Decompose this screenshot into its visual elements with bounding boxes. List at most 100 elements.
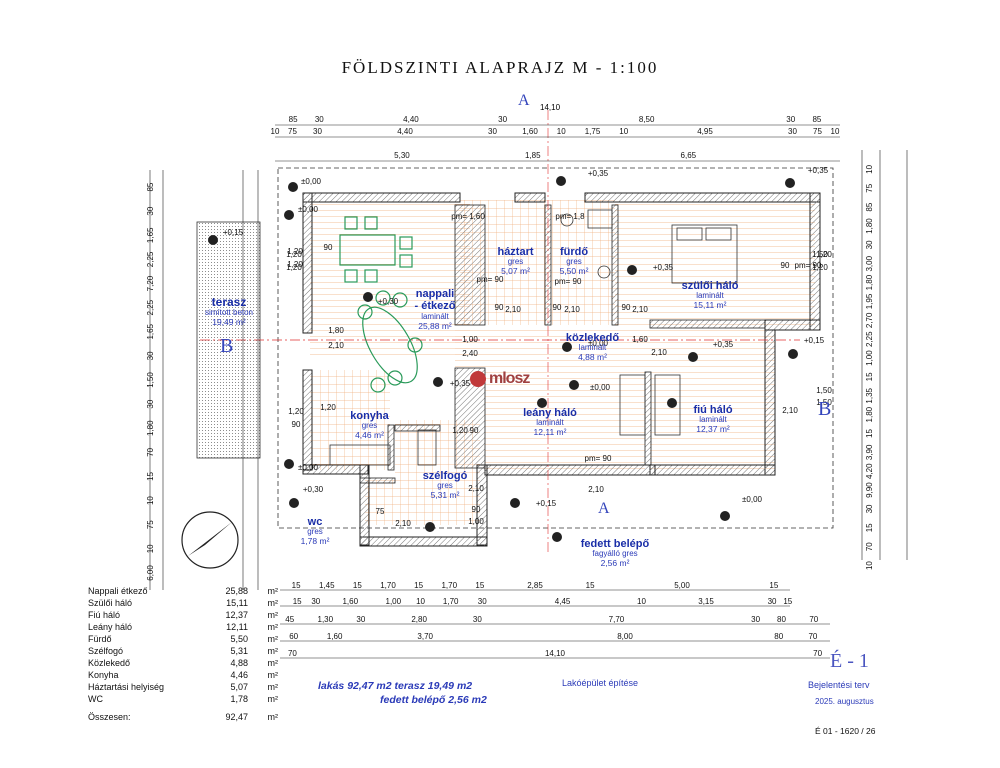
room-name: terasz xyxy=(211,295,247,309)
room-area: 1,78 m² xyxy=(300,536,330,547)
dimension-label: 85 xyxy=(865,202,874,211)
dimension-label: 4,20 xyxy=(865,463,874,479)
inner-dimension: 1,50 xyxy=(816,398,832,407)
room-area: 4,88 m² xyxy=(578,352,607,363)
dimension-lines xyxy=(149,124,908,659)
area-unit: m² xyxy=(267,658,279,668)
dimension-label: 45 xyxy=(285,615,294,624)
room-area: 5,07 m² xyxy=(501,266,530,277)
dimension-label: 30 xyxy=(311,597,320,606)
room-wc: wc gres 1,78 m² xyxy=(295,516,335,547)
room-area: 19,49 m² xyxy=(212,317,246,328)
dimension-label: 10 xyxy=(416,597,425,606)
area-value: 1,78 xyxy=(230,694,248,704)
room-bath: fürdő gres 5,50 m² xyxy=(550,246,598,277)
room-area: 5,31 m² xyxy=(430,490,460,501)
room-name: szélfogó xyxy=(422,470,468,482)
room-area: 12,37 m² xyxy=(696,424,730,435)
date: 2025. augusztus xyxy=(815,697,874,706)
dimension-label: 75 xyxy=(813,127,822,136)
dimension-label: 70 xyxy=(809,615,818,624)
room-name: háztart xyxy=(497,246,534,258)
inner-dimension: 1,20 xyxy=(287,260,303,269)
room-material: fagyálló gres xyxy=(592,549,638,559)
room-name: fedett belépő xyxy=(580,538,650,550)
dimension-label: 10 xyxy=(146,544,155,553)
summary-line2: fedett belépő 2,56 m2 xyxy=(380,694,487,706)
inner-dimension: pm= 90 xyxy=(477,275,504,284)
dimension-label: 15 xyxy=(293,597,302,606)
inner-dimension: 90 xyxy=(622,303,631,312)
area-name: Nappali étkező xyxy=(88,586,148,596)
dimension-label: 15 xyxy=(865,523,874,532)
room-kitchen: konyha gres 4,46 m² xyxy=(342,410,397,441)
dimension-label: 1,75 xyxy=(585,127,601,136)
dimension-label: 80 xyxy=(774,632,783,641)
level-markers xyxy=(208,176,798,542)
inner-dimension: 1,20 xyxy=(288,407,304,416)
dimension-label: 80 xyxy=(777,615,786,624)
inner-dimension: 1,60 xyxy=(632,335,648,344)
dimension-label: 3,70 xyxy=(417,632,433,641)
level-label: ±0,00 xyxy=(298,463,319,472)
dimension-label: 15 xyxy=(353,581,362,590)
room-name: fürdő xyxy=(559,246,589,258)
dimension-label: 30 xyxy=(788,127,797,136)
level-labels: ±0,00±0,00+0,15+0,30+0,35+0,35+0,35+0,35… xyxy=(223,166,829,508)
area-unit: m² xyxy=(267,610,279,620)
dimension-label: 85 xyxy=(146,182,155,191)
room-vestibule: szélfogó gres 5,31 m² xyxy=(415,470,475,501)
dimension-label: 6,00 xyxy=(146,565,155,581)
dimension-label: 5,00 xyxy=(674,581,690,590)
dimension-label: 85 xyxy=(812,115,821,124)
living-floor xyxy=(310,200,470,360)
dimension-label: 1,00 xyxy=(865,350,874,366)
dimension-label: 1,00 xyxy=(386,597,402,606)
inner-walls xyxy=(359,204,766,484)
area-name: Közlekedő xyxy=(88,658,131,668)
level-label: ±0,00 xyxy=(742,495,763,504)
inner-dimension: 1,80 xyxy=(328,326,344,335)
total-unit: m² xyxy=(267,712,279,722)
room-area: 25,88 m² xyxy=(418,320,452,331)
sheet-code: É - 1 xyxy=(830,650,869,672)
dimension-label: 3,00 xyxy=(865,255,874,271)
dimension-label: 75 xyxy=(146,520,155,529)
dimension-label: 70 xyxy=(813,649,822,658)
inner-dimension: 2,10 xyxy=(782,406,798,415)
dimension-label: 70 xyxy=(288,649,297,658)
dimension-label: 85 xyxy=(289,115,298,124)
section-b-left: B xyxy=(220,335,234,357)
inner-dimension: 1,00 xyxy=(468,517,484,526)
section-a-top: A xyxy=(518,92,530,109)
level-label: +0,35 xyxy=(588,169,609,178)
inner-dimension: pm= 90 xyxy=(795,261,822,270)
logo-text: mlosz xyxy=(489,370,530,387)
dimension-label: 1,60 xyxy=(522,127,538,136)
room-material: laminált xyxy=(699,415,727,425)
inner-dimension: 1,20 xyxy=(816,250,832,259)
room-name: szülői háló xyxy=(681,280,739,292)
area-unit: m² xyxy=(267,682,279,692)
inner-dimension: pm= 1,60 xyxy=(451,212,485,221)
master-floor xyxy=(615,200,815,325)
area-name: Háztartási helyiség xyxy=(88,682,165,692)
inner-dimension: 1,50 xyxy=(816,386,832,395)
dimension-label: 15 xyxy=(769,581,778,590)
room-material: laminált xyxy=(536,418,564,428)
room-master: szülői háló laminált 15,11 m² xyxy=(665,280,755,311)
level-label: +0,35 xyxy=(713,340,734,349)
area-value: 12,11 xyxy=(226,622,248,632)
inner-dimension: 2,10 xyxy=(328,341,344,350)
inner-dimension: 90 xyxy=(553,303,562,312)
dimension-label: 30 xyxy=(865,504,874,513)
dimension-label: 1,65 xyxy=(146,227,155,243)
area-value: 12,37 xyxy=(225,610,248,620)
dimension-label: 30 xyxy=(488,127,497,136)
